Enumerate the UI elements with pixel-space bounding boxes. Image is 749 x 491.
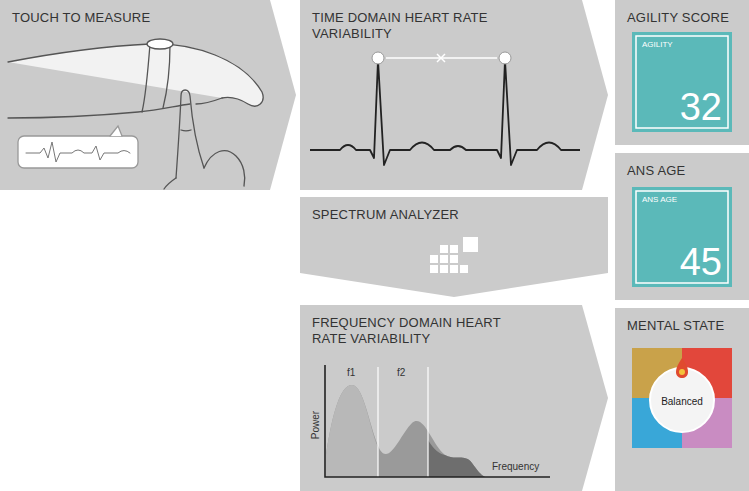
- node-outline: [0, 0, 296, 190]
- panel-shape: [0, 0, 296, 190]
- axis-label: Power: [310, 411, 321, 439]
- result-panel: AGILITY SCORE AGILITY 32: [615, 0, 749, 145]
- state-dial: Balanced: [632, 348, 732, 448]
- result-panel: ANS AGE ANS AGE 45: [615, 153, 749, 300]
- axis-label: Frequency: [492, 461, 539, 472]
- panel-heading: SPECTRUM ANALYZER: [312, 207, 459, 223]
- result-panel: MENTAL STATE Balanced: [615, 308, 749, 491]
- panel-heading: MENTAL STATE: [627, 318, 724, 334]
- step-panel: TOUCH TO MEASURE: [0, 0, 296, 190]
- score-number: 45: [680, 243, 722, 281]
- illustration: [8, 39, 263, 189]
- step-panel: SPECTRUM ANALYZER: [300, 197, 608, 297]
- step-panel: FREQUENCY DOMAIN HEART RATE VARIABILITY: [300, 305, 608, 491]
- panel-heading: TOUCH TO MEASURE: [12, 10, 150, 26]
- score-tile: ANS AGE 45: [632, 187, 732, 287]
- panel-shape: [615, 308, 749, 491]
- tile-label: ANS AGE: [642, 196, 677, 205]
- panel-heading: FREQUENCY DOMAIN HEART RATE VARIABILITY: [312, 315, 522, 348]
- tile-ground: [632, 187, 732, 287]
- panel-shape: [300, 197, 608, 297]
- tile-border: [636, 191, 728, 283]
- illustration: [430, 237, 478, 273]
- tile-border: [636, 36, 728, 128]
- illustration: [650, 358, 714, 432]
- step-panel: TIME DOMAIN HEART RATE VARIABILITY: [300, 0, 608, 190]
- tile-label: AGILITY: [642, 41, 673, 50]
- illustration: [325, 365, 550, 477]
- panel-shape: [615, 153, 749, 300]
- panel-heading: TIME DOMAIN HEART RATE VARIABILITY: [312, 10, 522, 43]
- panel-shape: [300, 305, 608, 491]
- score-tile: AGILITY 32: [632, 32, 732, 132]
- illustration: [310, 52, 580, 165]
- panel-shape: [300, 0, 608, 190]
- panel-heading: AGILITY SCORE: [627, 10, 729, 26]
- score-number: 32: [680, 88, 722, 126]
- band-label: f1: [347, 367, 355, 378]
- tile-ground: [632, 32, 732, 132]
- band-label: f2: [397, 367, 405, 378]
- panel-shape: [615, 0, 749, 145]
- state-label: Balanced: [661, 396, 703, 407]
- panel-heading: ANS AGE: [627, 163, 685, 179]
